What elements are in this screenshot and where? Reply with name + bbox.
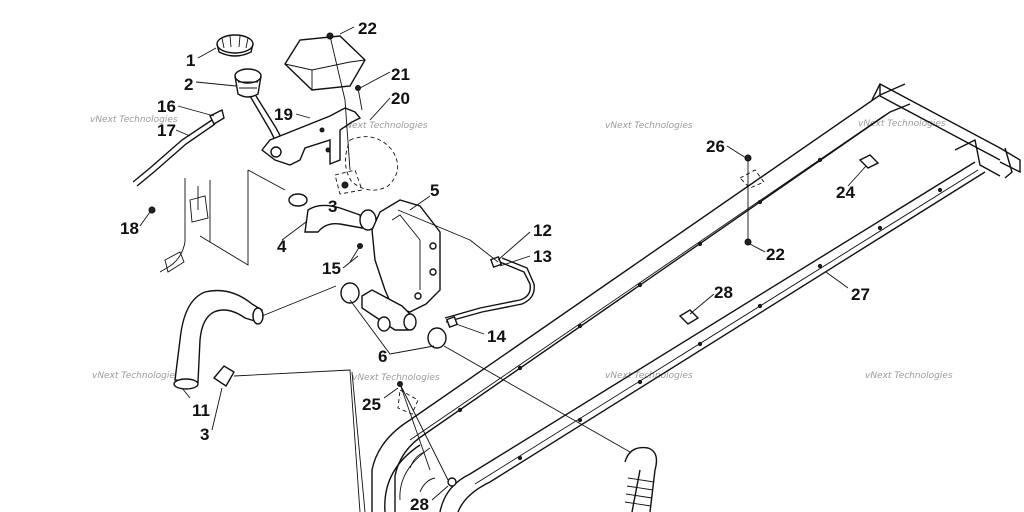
upper-hose	[288, 193, 377, 233]
callout-28-mid: 28	[714, 283, 733, 302]
mount-bracket	[261, 107, 362, 166]
callout-27: 27	[851, 285, 870, 304]
callout-25: 25	[362, 395, 381, 414]
pump-housing	[361, 199, 441, 332]
overflow-hose	[132, 108, 225, 187]
watermark: vNext Technologies	[352, 373, 440, 383]
clip-part-24	[858, 154, 880, 169]
thermostat-housing	[334, 136, 398, 195]
callout-1: 1	[186, 51, 195, 70]
callout-19: 19	[274, 105, 293, 124]
leader-frame	[199, 169, 286, 266]
callout-22-lower: 22	[766, 245, 785, 264]
callout-20: 20	[391, 89, 410, 108]
coil-hose	[624, 446, 658, 512]
watermark: vNext Technologies	[340, 121, 428, 131]
callout-3: 3	[328, 197, 337, 216]
callout-5: 5	[430, 181, 439, 200]
fitting-part-16	[209, 108, 225, 125]
callout-18: 18	[120, 219, 139, 238]
watermark: vNext Technologies	[90, 115, 178, 125]
filler-neck	[234, 68, 289, 151]
leaders	[233, 154, 765, 512]
callout-labels: 1 2 16 17 18 19 22 21 20 3 4 5 15 12 13 …	[120, 19, 870, 512]
callout-28: 28	[410, 495, 429, 512]
callout-21: 21	[391, 65, 410, 84]
watermarks: vNext Technologies vNext Technologies vN…	[90, 115, 953, 383]
callout-11: 11	[192, 401, 210, 420]
reservoir-block	[284, 32, 366, 171]
callout-2: 2	[184, 75, 193, 94]
clamp-part-3-lower	[212, 365, 235, 387]
callout-24: 24	[836, 183, 855, 202]
watermark: vNext Technologies	[858, 119, 946, 129]
callout-3-lower: 3	[200, 425, 209, 444]
callout-13: 13	[533, 247, 552, 266]
watermark: vNext Technologies	[605, 121, 693, 131]
callout-22: 22	[358, 19, 377, 38]
callout-17: 17	[157, 121, 176, 140]
rail-rivets	[457, 157, 943, 461]
bracket-part-28	[678, 309, 700, 325]
clamps-part-6	[340, 282, 447, 349]
callout-4: 4	[277, 237, 287, 256]
callout-6: 6	[378, 347, 387, 366]
watermark: vNext Technologies	[865, 371, 953, 381]
bleeder-hose	[444, 255, 535, 329]
callout-14: 14	[487, 327, 506, 346]
callout-leaders	[139, 26, 867, 501]
watermark: vNext Technologies	[605, 371, 693, 381]
bolt-part-15	[349, 243, 363, 263]
coolant-cap	[216, 34, 254, 57]
clamp-part-3	[288, 193, 308, 207]
callout-26: 26	[706, 137, 725, 156]
tunnel-rail	[371, 83, 1021, 512]
callout-16: 16	[157, 97, 176, 116]
callout-15: 15	[322, 259, 341, 278]
tank-bracket	[148, 178, 211, 273]
watermark: vNext Technologies	[92, 371, 180, 381]
callout-12: 12	[533, 221, 552, 240]
